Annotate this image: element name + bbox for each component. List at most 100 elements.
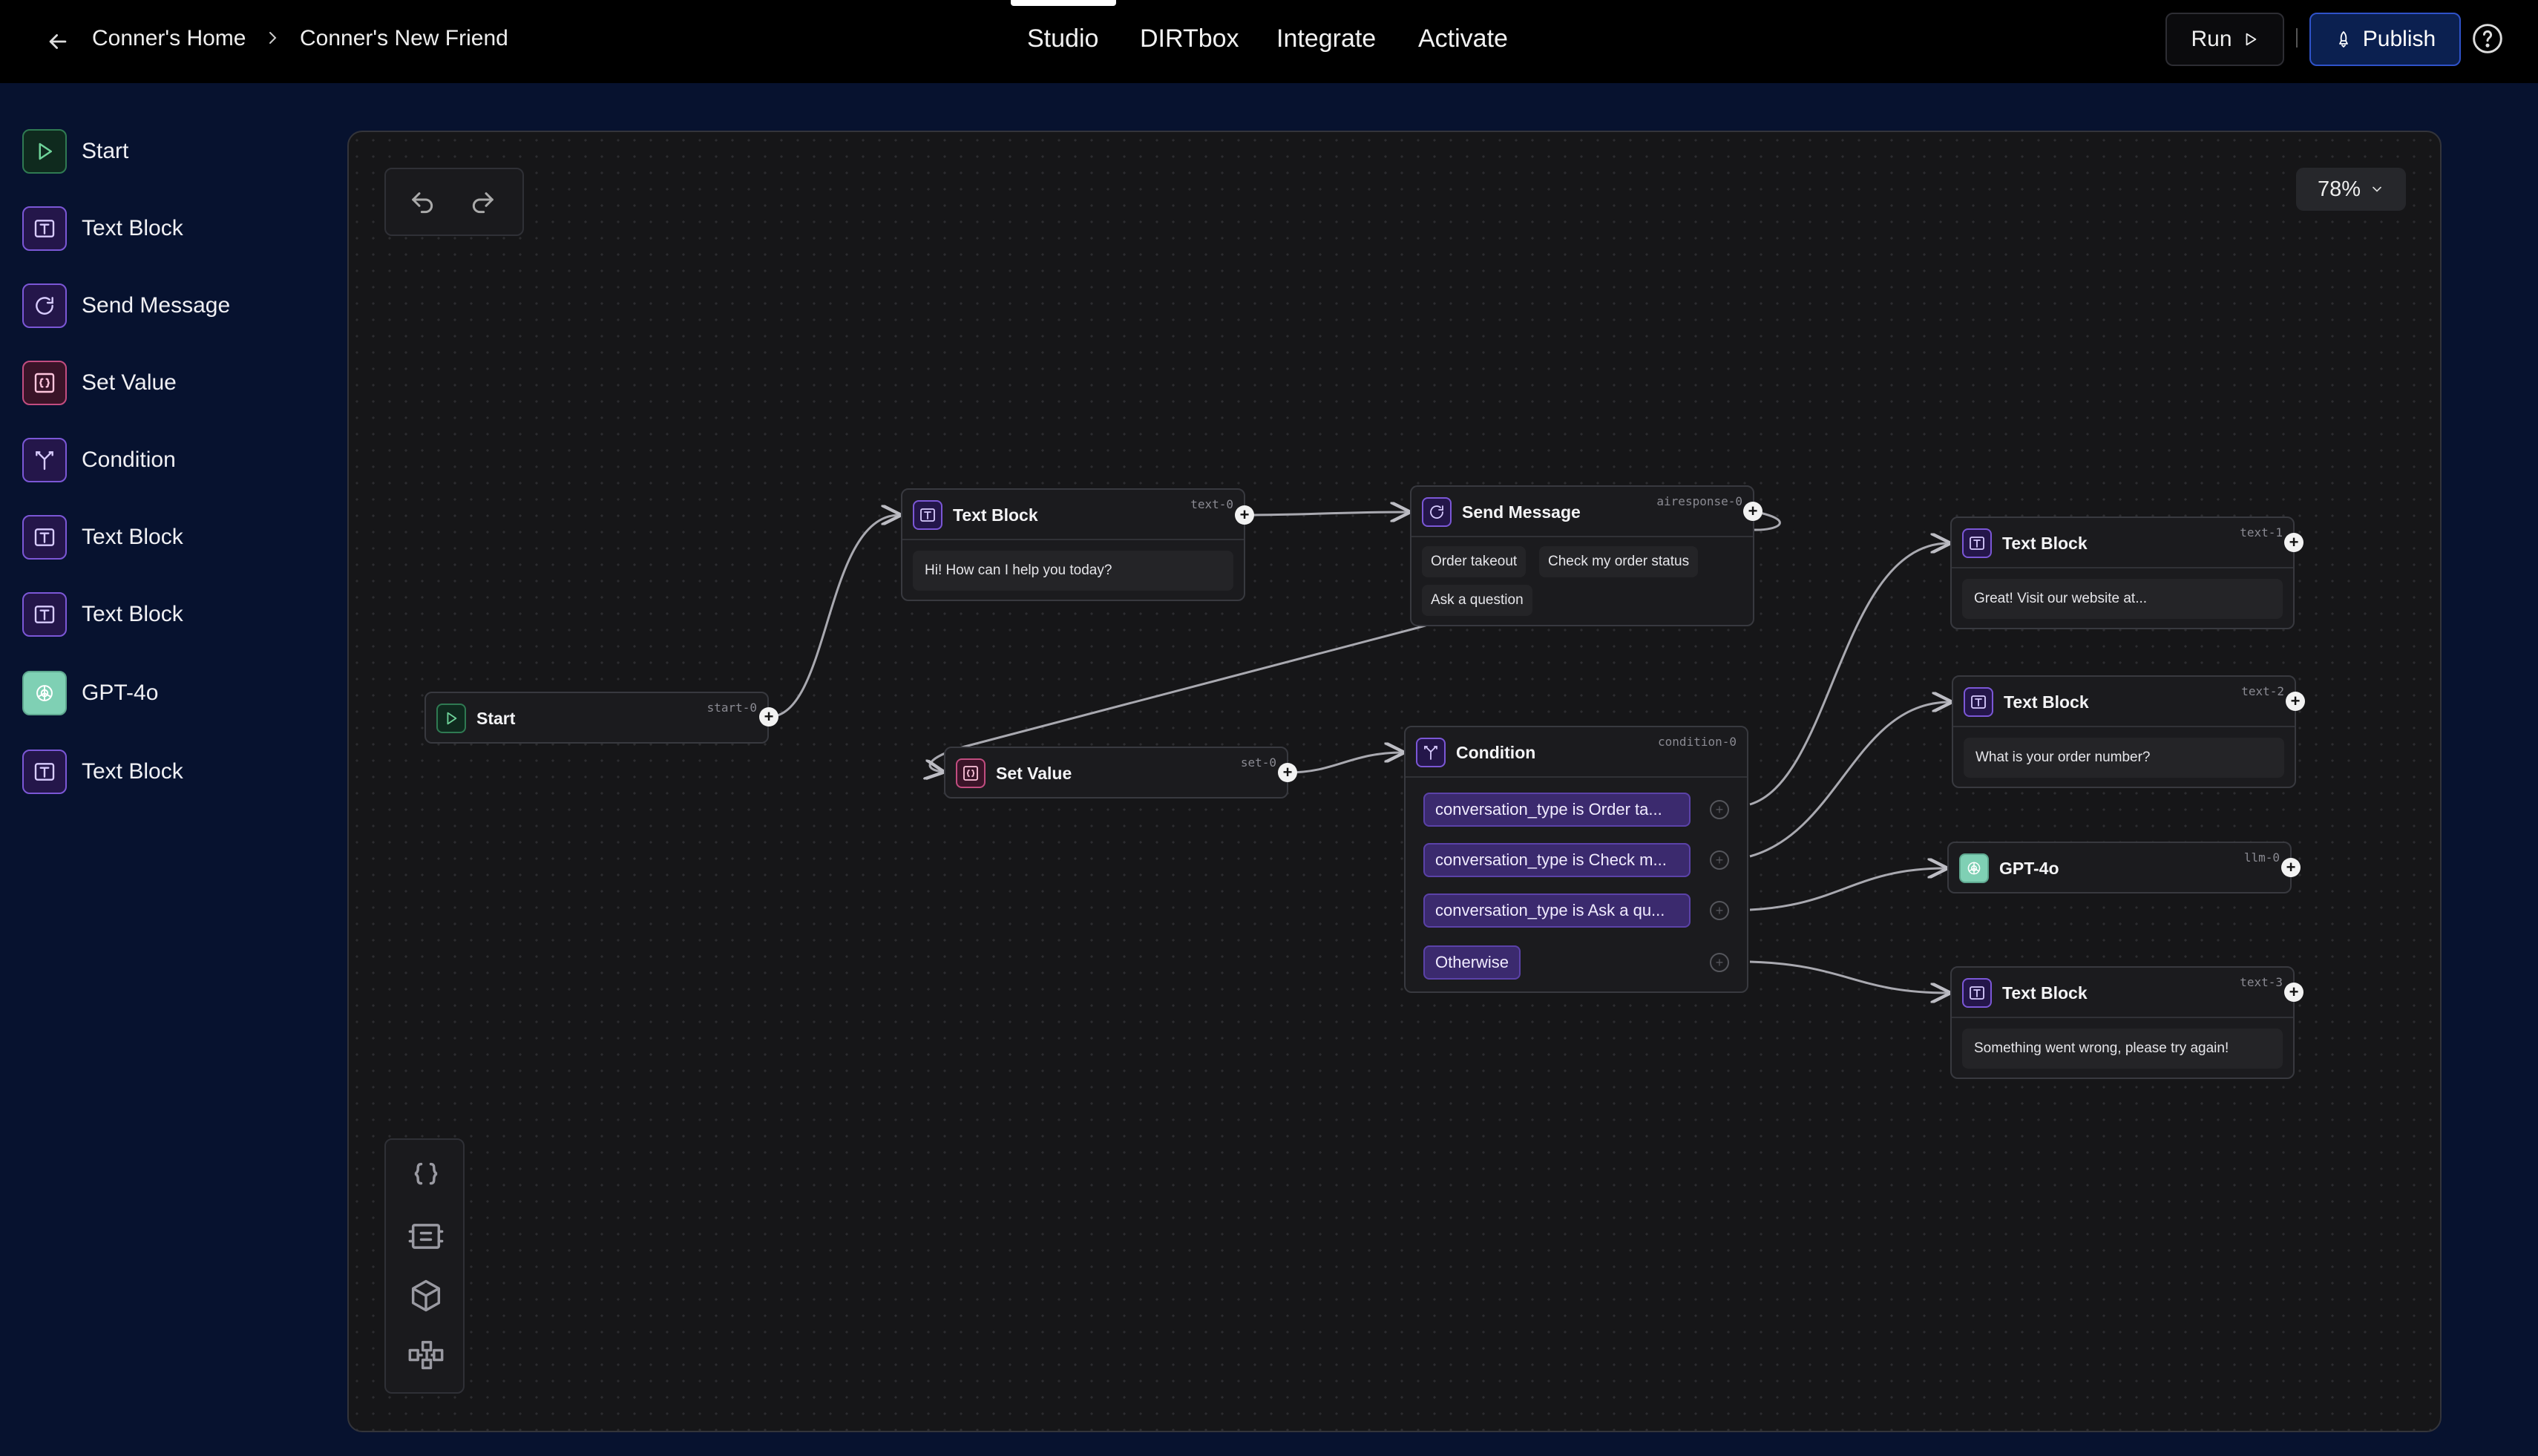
node-header: Text Block	[1964, 686, 2089, 718]
output-port[interactable]: +	[1278, 763, 1297, 782]
node-title: Send Message	[1462, 502, 1581, 522]
back-arrow-icon[interactable]	[40, 24, 76, 59]
option-chip[interactable]: Order takeout	[1422, 546, 1527, 577]
node-gpt-4o[interactable]: GPT-4o llm-0	[1947, 842, 2292, 893]
sidebar-item-text-block[interactable]: Text Block	[22, 514, 183, 561]
sidebar-item-label: Text Block	[82, 759, 183, 784]
text-block-icon	[1964, 687, 1993, 717]
node-text-block[interactable]: Text Block text-1 Great! Visit our websi…	[1950, 517, 2295, 629]
sidebar-item-label: Text Block	[82, 602, 183, 626]
node-header: Text Block	[1962, 527, 2088, 560]
undo-icon[interactable]	[408, 188, 438, 218]
node-header: Set Value	[956, 757, 1072, 790]
text-block-icon	[913, 500, 942, 530]
sidebar-item-text-block[interactable]: Text Block	[22, 591, 183, 638]
sidebar-item-label: Start	[82, 139, 129, 163]
node-id: airesponse-0	[1656, 494, 1742, 508]
cube-icon[interactable]	[407, 1276, 445, 1315]
text-block-icon	[22, 592, 67, 637]
node-id: text-2	[2241, 684, 2284, 698]
node-text-content: Hi! How can I help you today?	[913, 551, 1233, 591]
breadcrumb-current[interactable]: Conner's New Friend	[300, 26, 508, 50]
play-icon	[2246, 33, 2256, 46]
divider	[1411, 536, 1753, 537]
node-title: GPT-4o	[1999, 858, 2059, 878]
sidebar-item-start[interactable]: Start	[22, 128, 128, 175]
sidebar-item-label: Condition	[82, 447, 176, 472]
redo-icon[interactable]	[468, 188, 497, 218]
sidebar-item-gpt-4o[interactable]: GPT-4o	[22, 669, 158, 717]
node-id: text-1	[2240, 525, 2283, 540]
top-bar: Conner's Home Conner's New Friend Studio…	[0, 0, 2538, 83]
publish-button[interactable]: Publish	[2309, 13, 2461, 66]
play-icon	[22, 129, 67, 174]
node-text-content: Great! Visit our website at...	[1962, 579, 2283, 619]
node-id: text-0	[1190, 497, 1233, 511]
node-condition[interactable]: Condition condition-0 conversation_type …	[1404, 726, 1748, 993]
output-port[interactable]: +	[2281, 858, 2301, 877]
run-label: Run	[2191, 27, 2232, 51]
node-title: Text Block	[953, 505, 1038, 525]
branch-port[interactable]: +	[1710, 800, 1729, 819]
condition-branch[interactable]: conversation_type is Check m...	[1423, 843, 1691, 877]
text-block-icon	[22, 515, 67, 560]
edge-branch2-to-text2	[1749, 702, 1950, 858]
option-chip[interactable]: Check my order status	[1539, 546, 1699, 577]
node-title: Condition	[1456, 742, 1536, 762]
node-title: Text Block	[2002, 533, 2088, 553]
layout-tree-icon[interactable]	[407, 1336, 445, 1374]
divider	[1952, 1017, 2293, 1018]
node-text-block[interactable]: Text Block text-3 Something went wrong, …	[1950, 966, 2295, 1079]
chevron-down-icon	[2373, 186, 2381, 192]
tab-dirtbox[interactable]: DIRTbox	[1140, 24, 1239, 53]
condition-branch-otherwise[interactable]: Otherwise	[1423, 945, 1521, 980]
fit-view-icon[interactable]	[407, 1217, 445, 1256]
node-title: Text Block	[2002, 983, 2088, 1003]
node-text-content: What is your order number?	[1964, 738, 2284, 778]
divider	[1953, 726, 2295, 727]
condition-branch[interactable]: conversation_type is Ask a qu...	[1423, 893, 1691, 928]
breadcrumb-home[interactable]: Conner's Home	[92, 26, 246, 50]
branch-port[interactable]: +	[1710, 901, 1729, 920]
sidebar-item-send-message[interactable]: Send Message	[22, 282, 230, 329]
node-text-block[interactable]: Text Block text-2 What is your order num…	[1952, 675, 2296, 788]
option-chip[interactable]: Ask a question	[1422, 585, 1532, 616]
node-title: Start	[476, 708, 516, 728]
node-start[interactable]: Start start-0	[424, 692, 769, 744]
node-set-value[interactable]: Set Value set-0	[944, 747, 1288, 798]
publish-label: Publish	[2362, 27, 2436, 51]
variables-braces-icon[interactable]	[407, 1158, 445, 1196]
output-port[interactable]: +	[2286, 692, 2305, 711]
send-message-icon	[1422, 497, 1452, 527]
output-port[interactable]: +	[759, 707, 778, 727]
run-button[interactable]: Run	[2165, 13, 2284, 66]
tab-studio[interactable]: Studio	[1027, 24, 1099, 53]
branch-port[interactable]: +	[1710, 850, 1729, 870]
output-port[interactable]: +	[1235, 505, 1254, 525]
sidebar-item-condition[interactable]: Condition	[22, 436, 176, 484]
help-icon[interactable]	[2471, 22, 2504, 55]
rocket-icon	[2338, 31, 2348, 47]
node-id: set-0	[1240, 755, 1276, 770]
output-port[interactable]: +	[2284, 983, 2303, 1002]
tab-integrate[interactable]: Integrate	[1276, 24, 1377, 53]
branch-icon	[1416, 738, 1446, 767]
sidebar-item-set-value[interactable]: Set Value	[22, 359, 177, 407]
branch-port[interactable]: +	[1710, 953, 1729, 972]
output-port[interactable]: +	[1743, 502, 1762, 521]
openai-icon	[1959, 853, 1989, 883]
node-title: Text Block	[2004, 692, 2089, 712]
divider	[2296, 28, 2298, 47]
sidebar-item-text-block[interactable]: Text Block	[22, 205, 183, 252]
sidebar-item-label: Send Message	[82, 293, 231, 318]
canvas-tools-panel	[384, 1138, 465, 1394]
node-text-block[interactable]: Text Block text-0 Hi! How can I help you…	[901, 488, 1245, 601]
condition-branch[interactable]: conversation_type is Order ta...	[1423, 793, 1691, 827]
tab-activate[interactable]: Activate	[1418, 24, 1508, 53]
zoom-select[interactable]: 78%	[2296, 168, 2406, 211]
branch-icon	[22, 438, 67, 482]
sidebar-item-text-block[interactable]: Text Block	[22, 748, 183, 796]
output-port[interactable]: +	[2284, 533, 2303, 552]
divider	[1952, 567, 2293, 568]
node-send-message[interactable]: Send Message airesponse-0 Order takeout …	[1410, 485, 1754, 626]
